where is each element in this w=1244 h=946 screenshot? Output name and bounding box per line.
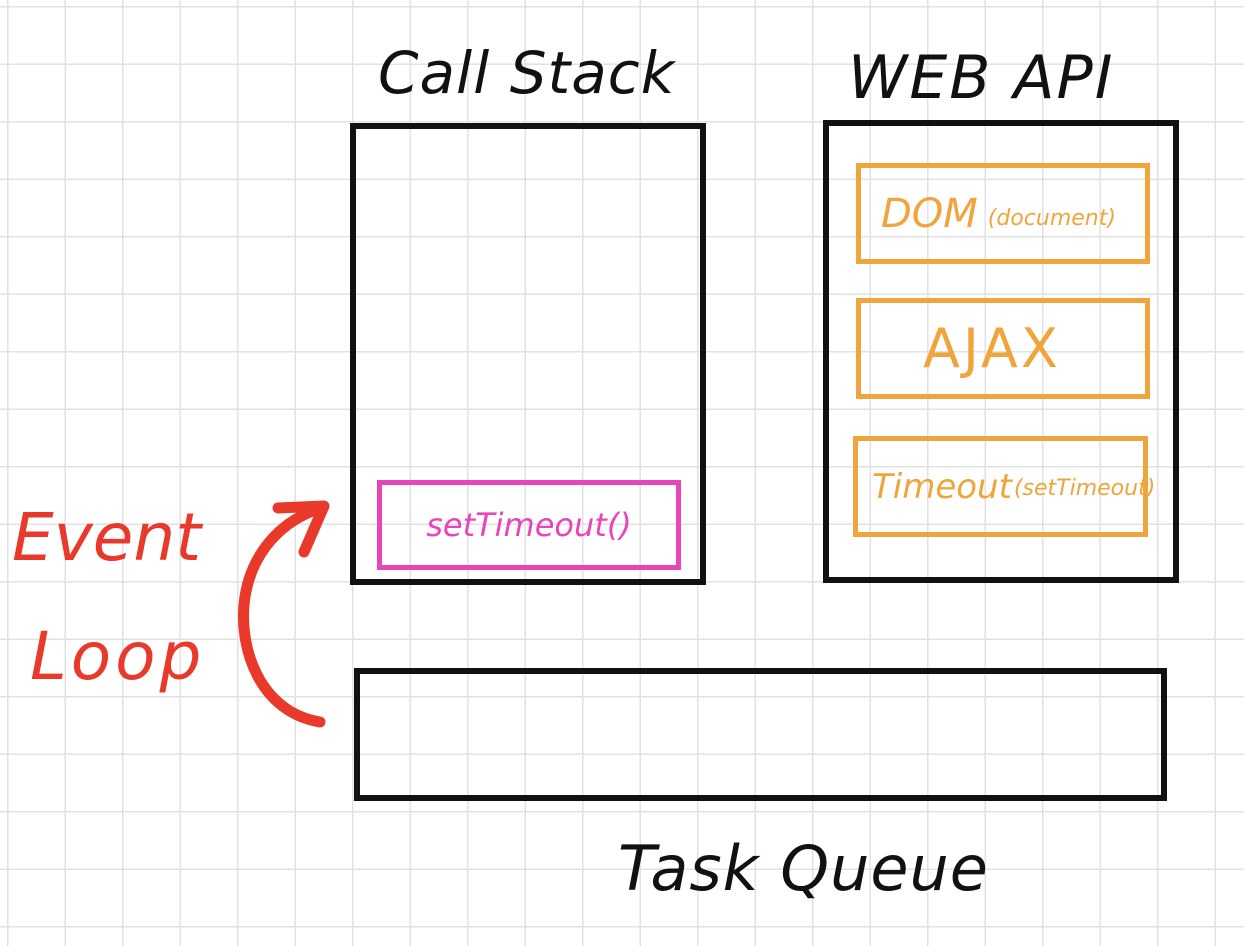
event-loop-arrow-icon bbox=[238, 500, 330, 728]
stack-frame-label: setTimeout() bbox=[426, 506, 632, 544]
event-loop-arrow-curve bbox=[238, 504, 326, 728]
web-api-item-label: DOM bbox=[881, 190, 978, 237]
stack-frame-settimeout: setTimeout() bbox=[377, 480, 681, 570]
event-loop-label-line2: Loop bbox=[30, 618, 206, 695]
web-api-item-sublabel: (document) bbox=[987, 206, 1116, 231]
web-api-item-sublabel: (setTimeout) bbox=[1013, 476, 1156, 501]
web-api-title: WEB API bbox=[848, 43, 1115, 113]
web-api-item-ajax: AJAX bbox=[856, 298, 1150, 399]
task-queue-title: Task Queue bbox=[618, 832, 989, 905]
event-loop-arrow-head bbox=[272, 500, 330, 558]
call-stack-title: Call Stack bbox=[378, 39, 676, 107]
call-stack-box bbox=[350, 123, 706, 585]
web-api-item-dom: DOM (document) bbox=[856, 163, 1150, 264]
event-loop-label-line1: Event bbox=[12, 499, 202, 576]
web-api-item-label: AJAX bbox=[923, 317, 1061, 380]
web-api-box bbox=[823, 120, 1179, 583]
task-queue-box bbox=[354, 668, 1167, 801]
web-api-item-label: Timeout bbox=[872, 466, 1012, 507]
web-api-item-timeout: Timeout (setTimeout) bbox=[853, 436, 1155, 537]
